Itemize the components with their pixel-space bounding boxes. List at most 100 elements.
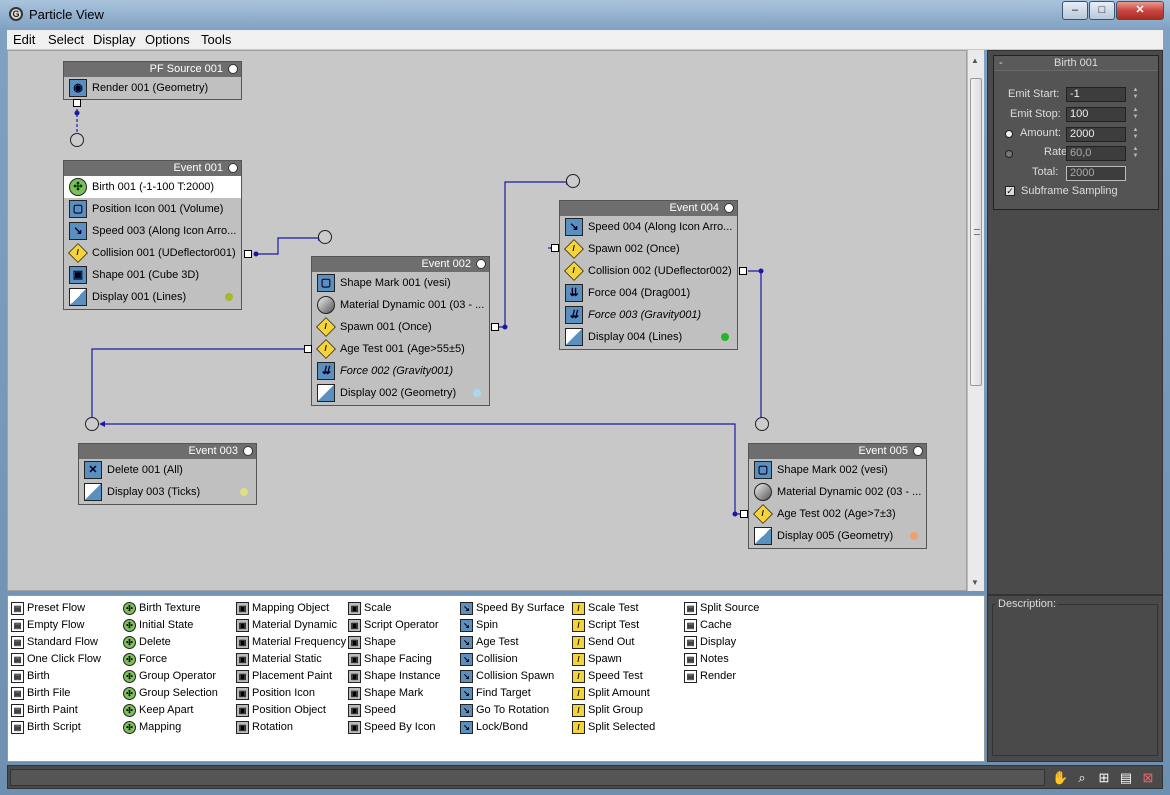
operator-display[interactable]: Display 003 (Ticks) — [79, 481, 256, 503]
depot-item[interactable]: ▤Render — [684, 668, 759, 685]
node-pf-source[interactable]: PF Source 001 ◉ Render 001 (Geometry) — [63, 61, 242, 100]
menu-edit[interactable]: Edit — [13, 32, 36, 47]
depot-item[interactable]: ▣Material Frequency — [236, 634, 346, 651]
node-event001[interactable]: Event 001 ✣Birth 001 (-1-100 T:2000) ▢Po… — [63, 160, 242, 310]
lightbulb-icon[interactable] — [243, 446, 253, 456]
menu-options[interactable]: Options — [145, 32, 190, 47]
depot-item[interactable]: ▤Birth File — [11, 685, 101, 702]
depot-item[interactable]: ▤Preset Flow — [11, 600, 101, 617]
test-output-port[interactable] — [244, 250, 252, 258]
depot-item[interactable]: ↘Go To Rotation — [460, 702, 565, 719]
no-zoom-icon[interactable]: ⊠ — [1142, 770, 1154, 785]
test-output-port[interactable] — [491, 323, 499, 331]
lightbulb-icon[interactable] — [913, 446, 923, 456]
depot-item[interactable]: ▣Speed — [348, 702, 440, 719]
rollout-header[interactable]: - Birth 001 — [994, 56, 1158, 71]
zoom-region-icon[interactable]: ⊞ — [1098, 770, 1110, 785]
lightbulb-icon[interactable] — [724, 203, 734, 213]
emit-stop-field[interactable]: 100 — [1066, 107, 1126, 122]
amount-radio[interactable] — [1005, 130, 1013, 138]
depot-item[interactable]: ✣Keep Apart — [123, 702, 218, 719]
scroll-thumb[interactable] — [970, 78, 982, 386]
operator-force-drag[interactable]: ⇊Force 004 (Drag001) — [560, 282, 737, 304]
amount-field[interactable]: 2000 — [1066, 127, 1126, 142]
output-port[interactable] — [73, 99, 81, 107]
close-button[interactable]: ✕ — [1116, 1, 1164, 20]
operator-force[interactable]: ⇊Force 002 (Gravity001) — [312, 360, 489, 382]
operator-collision[interactable]: /Collision 002 (UDeflector002) — [560, 260, 737, 282]
depot-item[interactable]: /Scale Test — [572, 600, 655, 617]
operator-display[interactable]: Display 004 (Lines) — [560, 326, 737, 348]
operator-age-test[interactable]: /Age Test 002 (Age>7±3) — [749, 503, 926, 525]
lightbulb-icon[interactable] — [228, 64, 238, 74]
menu-select[interactable]: Select — [48, 32, 85, 47]
input-connector[interactable] — [70, 133, 84, 147]
operator-speed[interactable]: ↘Speed 003 (Along Icon Arro... — [64, 220, 241, 242]
depot-item[interactable]: ▣Script Operator — [348, 617, 440, 634]
depot-item[interactable]: ▣Material Static — [236, 651, 346, 668]
operator-delete[interactable]: ✕Delete 001 (All) — [79, 459, 256, 481]
depot-item[interactable]: ↘Find Target — [460, 685, 565, 702]
depot-item[interactable]: /Split Selected — [572, 719, 655, 736]
pan-hand-icon[interactable]: ✋ — [1052, 770, 1069, 785]
test-output-port[interactable] — [304, 345, 312, 353]
depot-item[interactable]: ✣Birth Texture — [123, 600, 218, 617]
depot-item[interactable]: ✣Group Operator — [123, 668, 218, 685]
depot-item[interactable]: /Split Amount — [572, 685, 655, 702]
input-connector[interactable] — [318, 230, 332, 244]
operator-shape[interactable]: ▣Shape 001 (Cube 3D) — [64, 264, 241, 286]
depot-item[interactable]: ↘Collision — [460, 651, 565, 668]
depot-item[interactable]: ▤Birth — [11, 668, 101, 685]
depot-item[interactable]: ▤Split Source — [684, 600, 759, 617]
particle-diagram-canvas[interactable]: PF Source 001 ◉ Render 001 (Geometry) Ev… — [7, 50, 967, 591]
depot-item[interactable]: ▣Position Object — [236, 702, 346, 719]
test-output-port[interactable] — [551, 244, 559, 252]
operator-force-gravity[interactable]: ⇊Force 003 (Gravity001) — [560, 304, 737, 326]
minimize-button[interactable]: ‒ — [1062, 1, 1088, 20]
depot-item[interactable]: ↘Lock/Bond — [460, 719, 565, 736]
test-output-port[interactable] — [740, 510, 748, 518]
operator-shape-mark[interactable]: ▢Shape Mark 002 (vesi) — [749, 459, 926, 481]
depot-item[interactable]: ▤Notes — [684, 651, 759, 668]
depot-item[interactable]: /Spawn — [572, 651, 655, 668]
lightbulb-icon[interactable] — [228, 163, 238, 173]
operator-collision[interactable]: /Collision 001 (UDeflector001) — [64, 242, 241, 264]
spinner-icon[interactable]: ▲▼ — [1132, 127, 1139, 140]
depot-item[interactable]: ▤Display — [684, 634, 759, 651]
input-connector[interactable] — [566, 174, 580, 188]
operator-spawn[interactable]: /Spawn 001 (Once) — [312, 316, 489, 338]
spinner-icon[interactable]: ▲▼ — [1132, 87, 1139, 100]
depot-item[interactable]: ▤One Click Flow — [11, 651, 101, 668]
scroll-up-icon[interactable]: ▲ — [971, 56, 979, 65]
depot-item[interactable]: ▤Birth Script — [11, 719, 101, 736]
depot-item[interactable]: /Send Out — [572, 634, 655, 651]
menu-tools[interactable]: Tools — [201, 32, 232, 47]
depot-item[interactable]: ✣Force — [123, 651, 218, 668]
depot-item[interactable]: ▤Birth Paint — [11, 702, 101, 719]
operator-speed[interactable]: ↘Speed 004 (Along Icon Arro... — [560, 216, 737, 238]
depot-item[interactable]: /Split Group — [572, 702, 655, 719]
node-event003[interactable]: Event 003 ✕Delete 001 (All) Display 003 … — [78, 443, 257, 505]
operator-spawn[interactable]: /Spawn 002 (Once) — [560, 238, 737, 260]
depot-item[interactable]: ✣Mapping — [123, 719, 218, 736]
canvas-scrollbar[interactable]: ▲ ▼ — [967, 50, 984, 591]
rate-field[interactable]: 60,0 — [1066, 146, 1126, 161]
depot-item[interactable]: ▣Shape — [348, 634, 440, 651]
depot-item[interactable]: /Script Test — [572, 617, 655, 634]
spinner-icon[interactable]: ▲▼ — [1132, 107, 1139, 120]
zoom-extents-icon[interactable]: ▤ — [1119, 770, 1133, 785]
emit-start-field[interactable]: -1 — [1066, 87, 1126, 102]
operator-material-dynamic[interactable]: Material Dynamic 002 (03 - ... — [749, 481, 926, 503]
depot-item[interactable]: ▣Material Dynamic — [236, 617, 346, 634]
maximize-button[interactable]: □ — [1089, 1, 1115, 20]
operator-birth[interactable]: ✣Birth 001 (-1-100 T:2000) — [64, 176, 241, 198]
depot-item[interactable]: ▣Placement Paint — [236, 668, 346, 685]
operator-age-test[interactable]: /Age Test 001 (Age>55±5) — [312, 338, 489, 360]
zoom-icon[interactable]: ⌕ — [1078, 770, 1086, 785]
operator-position-icon[interactable]: ▢Position Icon 001 (Volume) — [64, 198, 241, 220]
depot-item[interactable]: ▣Mapping Object — [236, 600, 346, 617]
scroll-down-icon[interactable]: ▼ — [971, 578, 979, 587]
rate-radio[interactable] — [1005, 150, 1013, 158]
depot-item[interactable]: ▣Speed By Icon — [348, 719, 440, 736]
depot-item[interactable]: ▤Empty Flow — [11, 617, 101, 634]
